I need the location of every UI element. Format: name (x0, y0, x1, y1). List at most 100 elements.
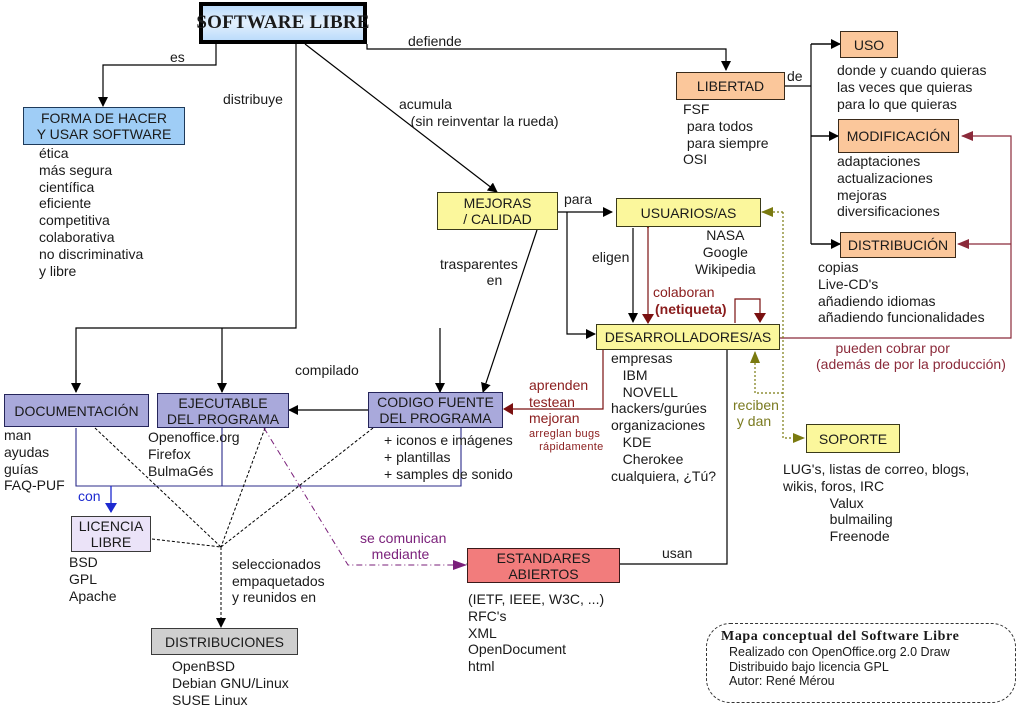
node-estandares-abiertos: ESTANDARES ABIERTOS (467, 548, 620, 583)
libertad-detail-item: OSI (683, 151, 708, 168)
soporte-detail-item: LUG's, listas de correo, blogs, (783, 461, 970, 477)
node-mejoras-calidad: MEJORAS / CALIDAD (437, 192, 558, 230)
link-aprenden (503, 350, 604, 415)
codigo-detail-item: + iconos e imágenes (384, 432, 513, 448)
legend-box: Mapa conceptual del Software Libre Reali… (706, 623, 1016, 703)
node-documentacion: DOCUMENTACIÓN (4, 394, 149, 427)
label-compilado: compilado (295, 362, 359, 378)
modificacion-detail-item: adaptaciones (837, 153, 921, 169)
distribuciones-detail-item: SUSE Linux (172, 691, 248, 708)
link-seleccionados (94, 427, 374, 548)
node-codigo-fuente: CODIGO FUENTE DEL PROGRAMA (368, 392, 503, 428)
desarrolladores-detail-item: NOVELL (611, 383, 678, 400)
forma-detail-item: científica (39, 178, 95, 195)
legend-line: Autor: René Mérou (729, 674, 835, 688)
link-trasparentes (481, 229, 538, 393)
node-ejecutable: EJECUTABLE DEL PROGRAMA (157, 393, 289, 428)
root-software-libre: SOFTWARE LIBRE (196, 2, 369, 44)
node-libertad: LIBERTAD (676, 72, 785, 100)
label-eligen: eligen (592, 249, 630, 265)
node-uso: USO (840, 31, 898, 58)
label-seleccionados: seleccionados empaquetados y reunidos en (232, 556, 325, 605)
desarrolladores-detail-item: cualquiera, ¿Tú? (611, 467, 717, 484)
uso-detail-item: donde y cuando quieras (837, 62, 987, 78)
legend-line: Distribuido bajo licencia GPL (729, 659, 889, 674)
desarrolladores-detail-item: IBM (611, 366, 648, 383)
label-aprenden: aprenden testean mejoran (529, 377, 589, 426)
documentacion-detail-item: guías (4, 460, 39, 477)
distribuciones-detail-item: OpenBSD (172, 658, 236, 674)
desarrolladores-detail-item: Cherokee (611, 450, 684, 467)
forma-detail-item: competitiva (39, 212, 110, 229)
link-reciben (782, 212, 805, 443)
label-usan: usan (662, 545, 693, 561)
soporte-detail-item: bulmailing (783, 511, 893, 528)
link-es (98, 44, 217, 107)
usuarios-detail-item: Wikipedia (695, 260, 756, 277)
link-defiende (366, 44, 731, 71)
documentacion-detail-item: man (4, 427, 32, 443)
label-arreglan-bugs: arreglan bugs rápidamente (529, 428, 604, 453)
label-con: con (78, 488, 101, 504)
forma-detail-item: y libre (39, 262, 77, 279)
node-forma-de-hacer: FORMA DE HACER Y USAR SOFTWARE (23, 107, 185, 145)
estandares-detail-item: RFC's (468, 607, 507, 624)
licencia-detail-item: Apache (69, 587, 117, 604)
link-pueden-cobrar (780, 131, 1012, 339)
desarrolladores-detail-item: KDE (611, 433, 652, 450)
usuarios-detail-item: NASA (706, 227, 745, 243)
distribucion-detail-item: copias (818, 259, 859, 275)
label-netiqueta: (netiqueta) (655, 301, 727, 317)
ejecutable-detail-item: BulmaGés (148, 462, 214, 479)
forma-detail-item: no discriminativa (39, 245, 144, 262)
label-es: es (170, 49, 185, 65)
modificacion-detail-item: mejoras (837, 186, 887, 203)
uso-detail-item: las veces que quieras (837, 78, 973, 95)
label-se-comunican: se comunican mediante (360, 530, 447, 562)
distribucion-detail-item: añadiendo idiomas (818, 292, 936, 309)
distribucion-detail-item: añadiendo funcionalidades (818, 309, 985, 326)
forma-detail-item: eficiente (39, 195, 92, 212)
licencia-detail-item: GPL (69, 570, 98, 587)
codigo-detail-item: + plantillas (384, 448, 451, 465)
node-usuarios: USUARIOS/AS (616, 198, 761, 227)
soporte-detail-item: Freenode (783, 528, 890, 545)
forma-detail-item: más segura (39, 161, 113, 178)
libertad-detail-item: FSF (683, 101, 710, 117)
legend-line: Realizado con OpenOffice.org 2.0 Draw (729, 645, 950, 659)
uso-detail-item: para lo que quieras (837, 95, 957, 112)
estandares-detail-item: XML (468, 624, 497, 641)
soporte-detail-item: Valux (783, 494, 864, 511)
label-para: para (564, 191, 593, 207)
distribucion-detail-item: Live-CD's (818, 275, 879, 292)
codigo-detail-item: + samples de sonido (384, 465, 513, 482)
label-defiende: defiende (408, 33, 462, 49)
label-de: de (787, 68, 803, 84)
node-modificacion: MODIFICACIÓN (838, 119, 959, 153)
codigo-details: + iconos e imágenes+ plantillas+ samples… (384, 432, 513, 482)
node-desarrolladores: DESARROLLADORES/AS (596, 324, 780, 350)
estandares-detail-item: OpenDocument (468, 641, 567, 658)
desarrolladores-detail-item: hackers/gurúes (611, 400, 707, 417)
estandares-detail-item: (IETF, IEEE, W3C, ...) (468, 591, 605, 607)
forma-detail-item: ética (39, 145, 69, 161)
node-distribuciones: DISTRIBUCIONES (151, 628, 298, 655)
desarrolladores-detail-item: empresas (611, 350, 673, 366)
ejecutable-detail-item: Openoffice.org (148, 429, 240, 445)
documentacion-detail-item: FAQ-PUF (4, 477, 65, 494)
legend-title: Mapa conceptual del Software Libre (721, 629, 960, 644)
libertad-detail-item: para todos (683, 117, 754, 134)
distribuciones-detail-item: Debian GNU/Linux (172, 674, 289, 691)
label-pueden-cobrar: pueden cobrar por (además de por la prod… (816, 340, 1006, 372)
estandares-detail-item: html (468, 658, 495, 675)
modificacion-detail-item: actualizaciones (837, 169, 933, 186)
label-trasparentes: trasparentes en (440, 256, 518, 288)
